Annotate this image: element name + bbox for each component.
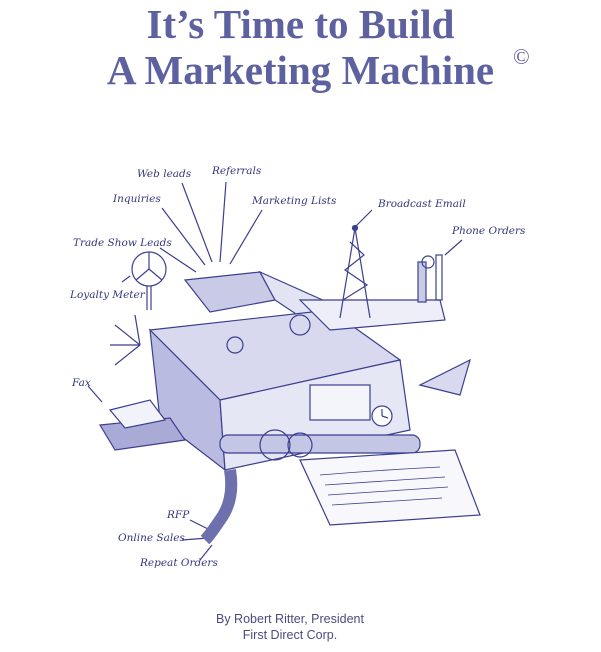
label-referrals: Referrals bbox=[211, 165, 262, 177]
label-repeat-orders: Repeat Orders bbox=[139, 557, 218, 569]
label-trade-show-leads: Trade Show Leads bbox=[73, 237, 172, 249]
label-online-sales: Online Sales bbox=[118, 532, 185, 544]
marketing-machine-illustration: Web leads Referrals Inquiries Marketing … bbox=[69, 165, 526, 569]
label-loyalty-meter: Loyalty Meter bbox=[69, 289, 146, 301]
label-phone-orders: Phone Orders bbox=[451, 225, 526, 237]
title-line-2: A Marketing Machine bbox=[106, 47, 495, 93]
illustration-labels: Web leads Referrals Inquiries Marketing … bbox=[69, 165, 526, 569]
copyright-symbol: © bbox=[513, 44, 530, 69]
machine-sketch bbox=[87, 181, 481, 561]
label-rfp: RFP bbox=[166, 509, 190, 521]
label-web-leads: Web leads bbox=[137, 168, 192, 180]
label-fax: Fax bbox=[71, 377, 91, 389]
byline-author: By Robert Ritter, President bbox=[216, 612, 364, 626]
title-line-1: It’s Time to Build bbox=[146, 1, 455, 47]
byline-company: First Direct Corp. bbox=[242, 628, 338, 642]
label-broadcast-email: Broadcast Email bbox=[377, 198, 466, 210]
label-inquiries: Inquiries bbox=[112, 193, 161, 205]
label-marketing-lists: Marketing Lists bbox=[251, 195, 337, 207]
